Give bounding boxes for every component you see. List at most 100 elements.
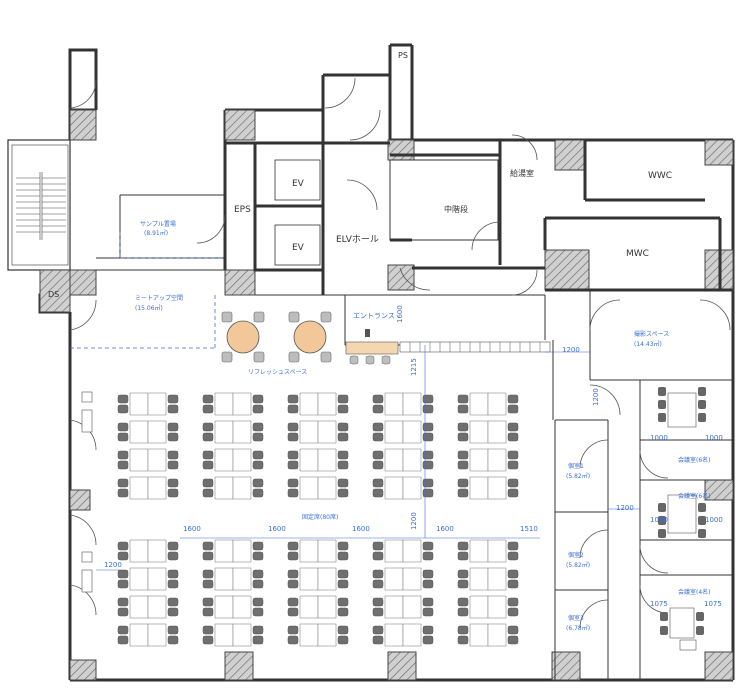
desk [487, 595, 507, 619]
label-mezzanine-stair: 中階段 [444, 204, 468, 214]
chair [457, 404, 469, 414]
chair [287, 404, 299, 414]
chair [287, 579, 299, 589]
label-mwc: MWC [626, 249, 649, 259]
desk [232, 539, 252, 563]
dim-1600-d: 1600 [436, 525, 454, 533]
desk [384, 448, 404, 472]
desk [129, 420, 149, 444]
chair [252, 488, 264, 498]
chair [167, 404, 179, 414]
dim-1200-mid: 1200 [410, 512, 418, 530]
desk [129, 448, 149, 472]
desk [487, 420, 507, 444]
desk [469, 595, 489, 619]
chair [507, 551, 519, 561]
chair [167, 607, 179, 617]
chair [372, 541, 384, 551]
chair [457, 450, 469, 460]
label-ev-1: EV [292, 179, 305, 189]
chair [422, 607, 434, 617]
chair [457, 607, 469, 617]
desk [214, 539, 234, 563]
label-photo-space: 撮影スペース [634, 330, 669, 338]
desk [317, 448, 337, 472]
desk [469, 623, 489, 647]
chair [372, 460, 384, 470]
dimension-lines [96, 345, 640, 571]
desk [402, 623, 422, 647]
chair [287, 488, 299, 498]
label-meetup-space: ミートアップ空間 [135, 294, 183, 302]
chair [117, 432, 129, 442]
dim-1600-entrance: 1600 [396, 305, 404, 323]
dim-1200-right: 1200 [592, 388, 600, 406]
entrance-counter [345, 341, 551, 365]
chair [202, 404, 214, 414]
label-private-room-3: 個室3 [568, 614, 584, 622]
desk [214, 595, 234, 619]
dim-1000-d: 1000 [705, 516, 723, 524]
entrance-marker [365, 329, 370, 337]
desk [469, 392, 489, 416]
desk [232, 420, 252, 444]
chair [507, 488, 519, 498]
desk [402, 448, 422, 472]
zone-lines [70, 232, 225, 349]
desk [317, 476, 337, 500]
desk [384, 476, 404, 500]
chair [337, 541, 349, 551]
wall-fixtures [81, 391, 93, 593]
desk [402, 392, 422, 416]
chair [167, 551, 179, 561]
chair [422, 625, 434, 635]
chair [372, 569, 384, 579]
chair [287, 597, 299, 607]
chair [422, 597, 434, 607]
desk [317, 567, 337, 591]
chair [507, 635, 519, 645]
chair [252, 569, 264, 579]
chair [117, 404, 129, 414]
chair [372, 625, 384, 635]
chair [457, 541, 469, 551]
doors [69, 77, 731, 629]
dim-1215: 1215 [410, 358, 418, 376]
chair [337, 569, 349, 579]
label-refresh-space: リフレッシュスペース [248, 369, 307, 376]
desk [214, 448, 234, 472]
core-walls [225, 110, 733, 295]
chair [372, 422, 384, 432]
chair [202, 625, 214, 635]
chair [337, 551, 349, 561]
chair [252, 607, 264, 617]
chair [287, 551, 299, 561]
chair [372, 579, 384, 589]
chair [372, 394, 384, 404]
chair [422, 569, 434, 579]
dim-1200-photo: 1200 [562, 346, 580, 354]
chair [117, 422, 129, 432]
desk [299, 448, 319, 472]
chair [287, 432, 299, 442]
chair [372, 635, 384, 645]
chair [252, 460, 264, 470]
desk [232, 567, 252, 591]
desk [487, 539, 507, 563]
desk [402, 476, 422, 500]
chair [287, 607, 299, 617]
label-private-room-1-area: (5.82㎡) [566, 472, 590, 480]
desk [487, 567, 507, 591]
chair [457, 394, 469, 404]
desk-clusters [117, 392, 519, 647]
chair [202, 635, 214, 645]
desk [232, 392, 252, 416]
chair [372, 607, 384, 617]
dim-1600-b: 1600 [268, 525, 286, 533]
desk [487, 448, 507, 472]
chair [167, 460, 179, 470]
desk [402, 595, 422, 619]
chair [117, 607, 129, 617]
chair [117, 625, 129, 635]
chair [287, 450, 299, 460]
